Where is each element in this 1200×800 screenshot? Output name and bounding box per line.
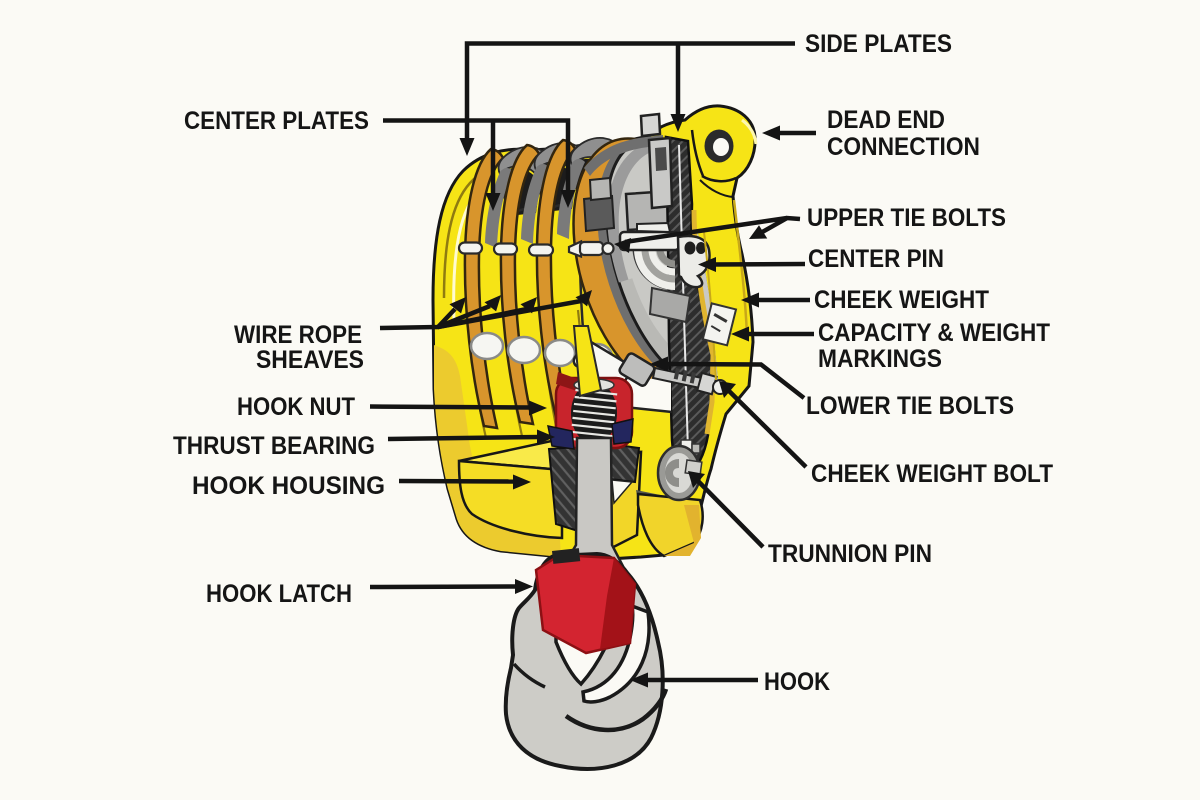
svg-text:CONNECTION: CONNECTION (827, 133, 980, 161)
svg-text:CENTER PLATES: CENTER PLATES (184, 107, 369, 135)
svg-text:CHEEK WEIGHT BOLT: CHEEK WEIGHT BOLT (811, 460, 1053, 488)
svg-text:HOOK LATCH: HOOK LATCH (206, 580, 352, 608)
svg-text:CENTER PIN: CENTER PIN (808, 245, 944, 273)
svg-text:CHEEK WEIGHT: CHEEK WEIGHT (814, 286, 989, 314)
svg-text:DEAD END: DEAD END (827, 106, 945, 134)
svg-text:CAPACITY & WEIGHT: CAPACITY & WEIGHT (818, 319, 1050, 347)
svg-text:HOOK: HOOK (764, 668, 830, 696)
svg-text:SHEAVES: SHEAVES (256, 346, 364, 374)
svg-text:UPPER TIE BOLTS: UPPER TIE BOLTS (807, 204, 1006, 232)
svg-text:SIDE PLATES: SIDE PLATES (805, 30, 952, 58)
svg-text:WIRE ROPE: WIRE ROPE (234, 321, 362, 349)
svg-text:THRUST BEARING: THRUST BEARING (173, 432, 375, 460)
svg-text:MARKINGS: MARKINGS (818, 345, 942, 373)
svg-text:LOWER TIE BOLTS: LOWER TIE BOLTS (806, 392, 1014, 420)
svg-text:TRUNNION PIN: TRUNNION PIN (768, 540, 932, 568)
svg-text:HOOK HOUSING: HOOK HOUSING (192, 472, 385, 500)
svg-text:HOOK NUT: HOOK NUT (237, 393, 355, 421)
